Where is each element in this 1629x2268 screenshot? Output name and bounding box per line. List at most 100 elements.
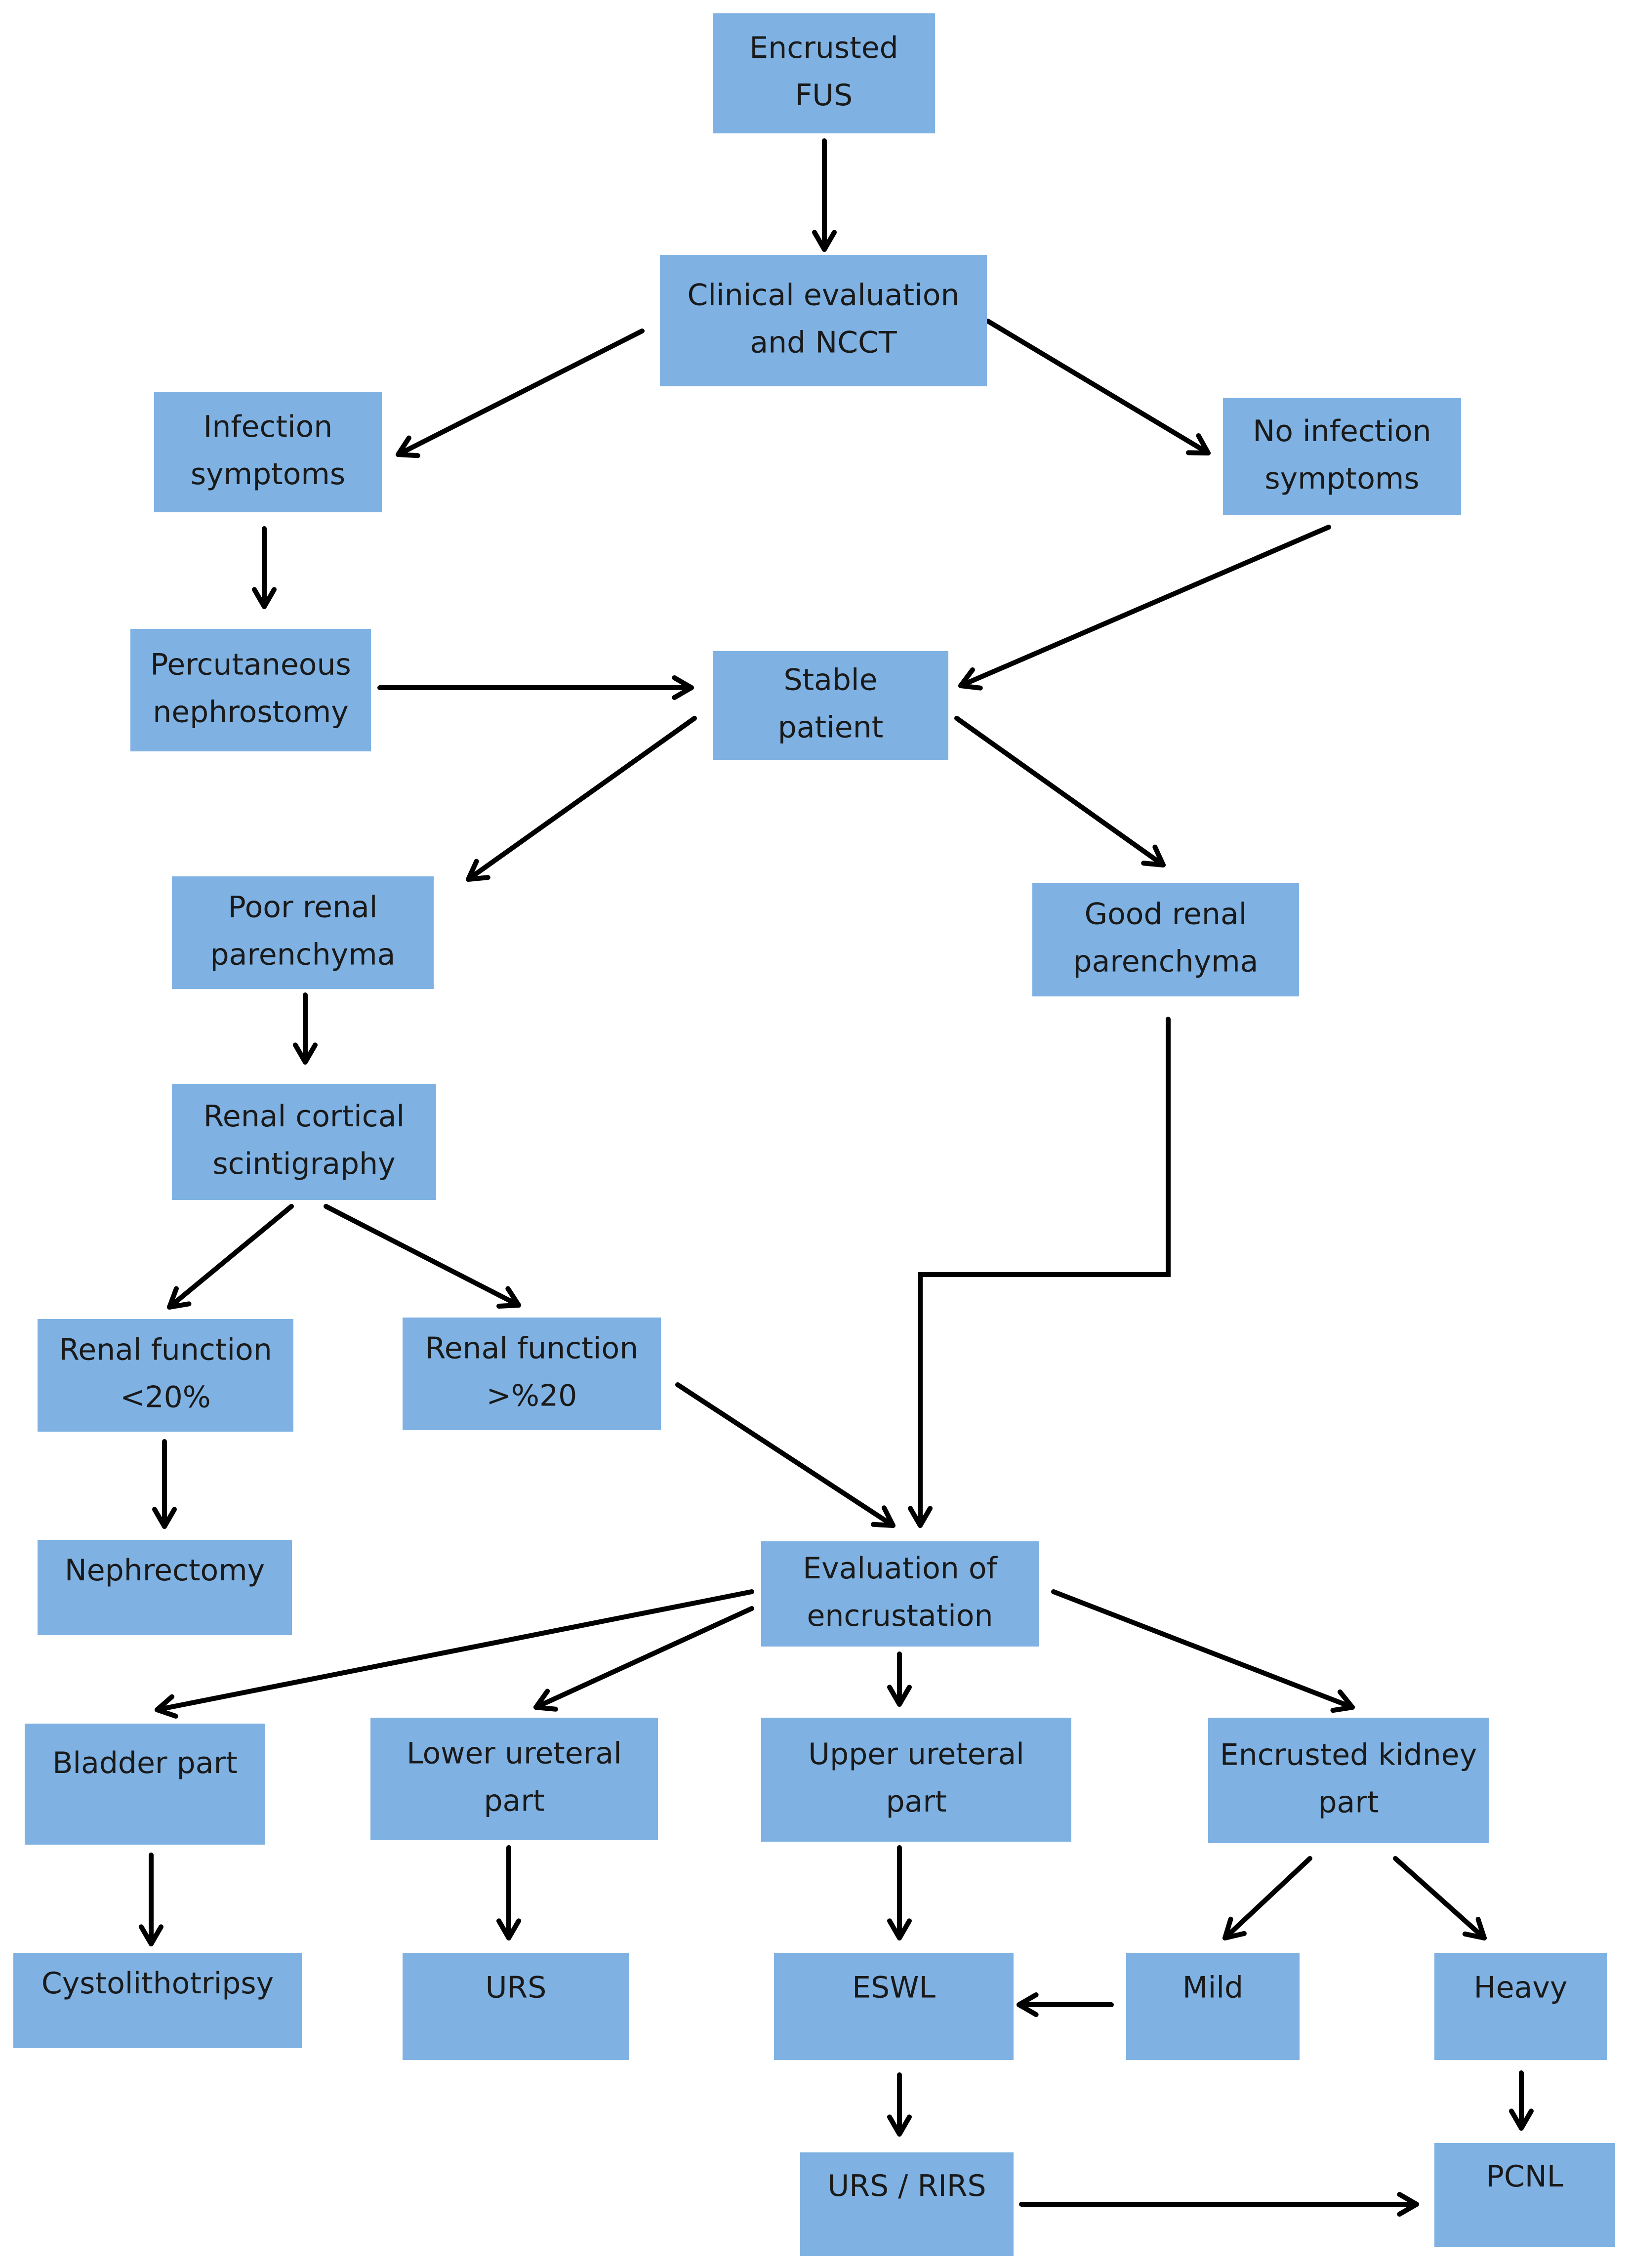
arrow-15 bbox=[533, 1606, 754, 1712]
arrow-17 bbox=[1051, 1589, 1355, 1713]
arrowhead bbox=[139, 1924, 163, 1946]
node-box bbox=[761, 1541, 1039, 1647]
node-box bbox=[13, 1953, 302, 2048]
node-label-line: Clinical evaluation bbox=[687, 278, 959, 313]
node-pcnl: PCNL bbox=[1434, 2143, 1615, 2247]
node-label-line: parenchyma bbox=[1073, 945, 1259, 979]
arrow-line bbox=[918, 1017, 1171, 1528]
arrowhead bbox=[167, 1286, 192, 1310]
arrow-25 bbox=[1509, 2070, 1534, 2131]
node-label-line: part bbox=[886, 1784, 946, 1819]
node-label-line: Upper ureteral bbox=[808, 1737, 1024, 1772]
arrowhead bbox=[1186, 433, 1211, 455]
node-label-line: Renal cortical bbox=[204, 1099, 405, 1134]
arrowhead bbox=[1462, 1916, 1487, 1940]
node-label-line: Encrusted kidney bbox=[1220, 1738, 1477, 1773]
arrowhead bbox=[1222, 1916, 1247, 1940]
arrowhead bbox=[466, 859, 490, 882]
node-label-line: URS / RIRS bbox=[827, 2169, 986, 2203]
node-box bbox=[1032, 883, 1299, 996]
node-label-line: Poor renal bbox=[228, 890, 378, 925]
arrow-line bbox=[1222, 1856, 1312, 1940]
node-box bbox=[1208, 1718, 1489, 1843]
arrowhead bbox=[152, 1507, 177, 1529]
node-box bbox=[774, 1953, 1014, 2060]
node-label-line: Cystolithotripsy bbox=[41, 1966, 274, 2001]
node-label-line: Heavy bbox=[1474, 1970, 1568, 2005]
arrowhead bbox=[1141, 844, 1166, 867]
node-label-line: Mild bbox=[1182, 1970, 1243, 2005]
edges bbox=[139, 138, 1534, 2217]
arrowhead bbox=[908, 1506, 933, 1528]
node-box bbox=[800, 2152, 1014, 2256]
arrow-line bbox=[533, 1606, 754, 1710]
node-box bbox=[713, 651, 948, 760]
arrow-line bbox=[396, 329, 645, 457]
node-box bbox=[38, 1319, 293, 1432]
arrowhead bbox=[533, 1689, 558, 1712]
node-clinical-eval: Clinical evaluation and NCCT bbox=[660, 255, 987, 386]
node-box bbox=[1223, 398, 1461, 515]
node-label-line: ESWL bbox=[852, 1970, 936, 2005]
node-box bbox=[403, 1318, 661, 1430]
node-label-line: encrustation bbox=[807, 1599, 993, 1633]
node-mild: Mild bbox=[1126, 1953, 1300, 2060]
node-label-line: Nephrectomy bbox=[65, 1553, 265, 1588]
node-label-line: patient bbox=[778, 710, 884, 745]
node-label-line: URS bbox=[486, 1970, 547, 2005]
node-eswl: ESWL bbox=[774, 1953, 1014, 2060]
node-label-line: Renal function bbox=[425, 1331, 639, 1366]
node-box bbox=[1434, 1953, 1607, 2060]
arrow-3 bbox=[252, 526, 277, 609]
arrow-line bbox=[675, 1382, 896, 1528]
node-label-line: Good renal bbox=[1085, 897, 1247, 932]
arrow-18 bbox=[139, 1853, 163, 1946]
arrow-line bbox=[324, 1204, 521, 1308]
arrowhead bbox=[812, 230, 837, 252]
node-label-line: Bladder part bbox=[52, 1746, 237, 1780]
arrow-21 bbox=[1222, 1856, 1312, 1940]
node-box bbox=[403, 1953, 629, 2060]
arrow-26 bbox=[1019, 2192, 1419, 2217]
arrow-20 bbox=[887, 1845, 912, 1940]
node-good-parenchyma: Good renal parenchyma bbox=[1032, 883, 1299, 996]
node-label-line: symptoms bbox=[191, 457, 345, 492]
node-label-line: symptoms bbox=[1264, 461, 1419, 496]
arrow-line bbox=[167, 1204, 294, 1310]
node-rf-high: Renal function>%20 bbox=[403, 1318, 661, 1430]
node-box bbox=[172, 1084, 436, 1200]
node-box bbox=[154, 392, 382, 512]
arrow-16 bbox=[887, 1651, 912, 1707]
node-rf-low: Renal function<20% bbox=[38, 1319, 293, 1432]
arrowhead bbox=[887, 2114, 912, 2137]
node-box bbox=[761, 1718, 1071, 1842]
arrow-line bbox=[155, 1589, 754, 1712]
node-box bbox=[172, 876, 434, 989]
arrow-7 bbox=[954, 716, 1166, 867]
node-box bbox=[1434, 2143, 1615, 2247]
node-box bbox=[130, 629, 371, 751]
node-box bbox=[713, 13, 935, 133]
arrow-line bbox=[1393, 1856, 1487, 1940]
arrow-13 bbox=[152, 1439, 177, 1529]
arrow-line bbox=[985, 319, 1211, 455]
node-label-line: and NCCT bbox=[750, 326, 897, 360]
arrowhead bbox=[252, 587, 277, 609]
arrow-14 bbox=[155, 1589, 754, 1719]
arrow-23 bbox=[1017, 1992, 1114, 2017]
node-label-line: FUS bbox=[795, 78, 853, 113]
arrow-6 bbox=[466, 716, 697, 882]
arrow-5 bbox=[377, 675, 694, 700]
node-label-line: Evaluation of bbox=[803, 1551, 998, 1586]
arrow-12 bbox=[675, 1382, 896, 1528]
node-label-line: nephrostomy bbox=[153, 695, 349, 730]
node-heavy: Heavy bbox=[1434, 1953, 1607, 2060]
node-urs-rirs: URS / RIRS bbox=[800, 2152, 1014, 2256]
arrowhead bbox=[871, 1505, 896, 1528]
node-label-line: Encrusted bbox=[749, 31, 898, 65]
